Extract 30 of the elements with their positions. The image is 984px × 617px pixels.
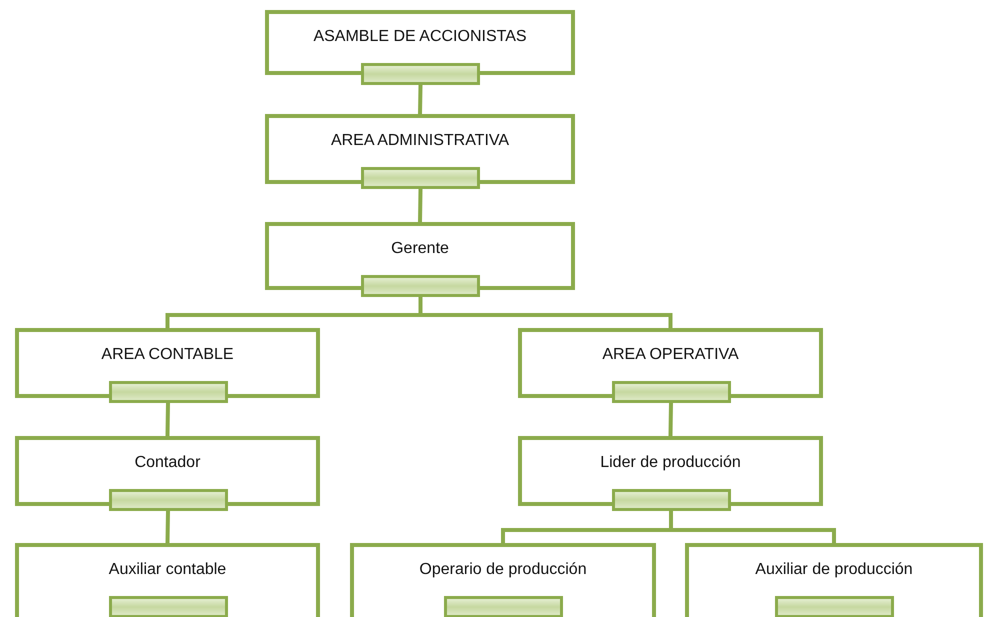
connector-line — [668, 402, 673, 436]
org-box — [265, 222, 575, 290]
box-tab — [361, 275, 480, 297]
box-tab — [108, 489, 228, 511]
box-label: AREA CONTABLE — [100, 346, 235, 364]
box-label: Lider de producción — [599, 454, 742, 472]
org-box — [518, 328, 823, 398]
box-label: Contador — [134, 454, 202, 472]
box-tab — [612, 381, 730, 403]
connector-line — [166, 402, 170, 436]
box-label: Gerente — [390, 240, 450, 258]
box-tab — [361, 63, 480, 85]
box-label: Auxiliar de producción — [754, 561, 914, 579]
connector-line — [166, 510, 170, 544]
box-label: AREA ADMINISTRATIVA — [330, 132, 510, 150]
connector-line — [418, 188, 422, 222]
box-label: AREA OPERATIVA — [601, 346, 740, 364]
box-tab — [108, 381, 228, 403]
org-box — [15, 436, 320, 506]
org-box — [15, 328, 320, 398]
box-label: Auxiliar contable — [108, 561, 228, 579]
box-label: ASAMBLE DE ACCIONISTAS — [312, 28, 528, 46]
org-box — [265, 10, 575, 75]
box-tab — [361, 167, 480, 189]
connector-line — [418, 297, 672, 328]
connector-line — [418, 84, 422, 114]
box-tab — [612, 489, 730, 511]
org-box — [518, 436, 823, 506]
org-box — [265, 114, 575, 184]
box-label: Operario de producción — [418, 561, 588, 579]
